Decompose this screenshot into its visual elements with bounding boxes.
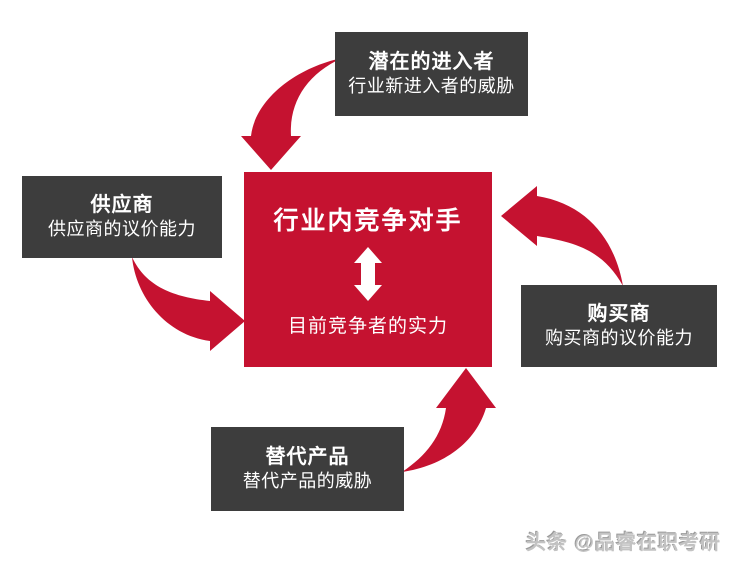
node-title: 购买商 — [587, 303, 651, 326]
node-subtitle: 供应商的议价能力 — [48, 219, 196, 240]
node-title: 供应商 — [90, 194, 154, 217]
potential-entrants-box: 潜在的进入者 行业新进入者的威胁 — [335, 32, 528, 116]
curved-arrow-left-icon — [132, 257, 245, 351]
node-subtitle: 行业新进入者的威胁 — [348, 76, 515, 97]
curved-arrow-right-icon — [501, 186, 623, 286]
center-subtitle: 目前竞争者的实力 — [287, 316, 448, 337]
curved-arrow-top-icon — [241, 58, 342, 170]
suppliers-box: 供应商 供应商的议价能力 — [22, 176, 222, 258]
node-title: 替代产品 — [265, 446, 350, 469]
node-subtitle: 购买商的议价能力 — [545, 328, 693, 349]
curved-arrow-bottom-icon — [402, 368, 496, 472]
buyers-box: 购买商 购买商的议价能力 — [521, 285, 717, 367]
substitutes-box: 替代产品 替代产品的威胁 — [211, 427, 404, 511]
industry-rivals-box: 行业内竞争对手 目前竞争者的实力 — [244, 172, 492, 367]
node-subtitle: 替代产品的威胁 — [242, 471, 373, 492]
watermark: 头条 @品睿在职考研 — [525, 532, 721, 554]
center-title: 行业内竞争对手 — [273, 207, 463, 235]
node-title: 潜在的进入者 — [368, 51, 495, 74]
double-vertical-arrow-icon — [354, 247, 382, 301]
